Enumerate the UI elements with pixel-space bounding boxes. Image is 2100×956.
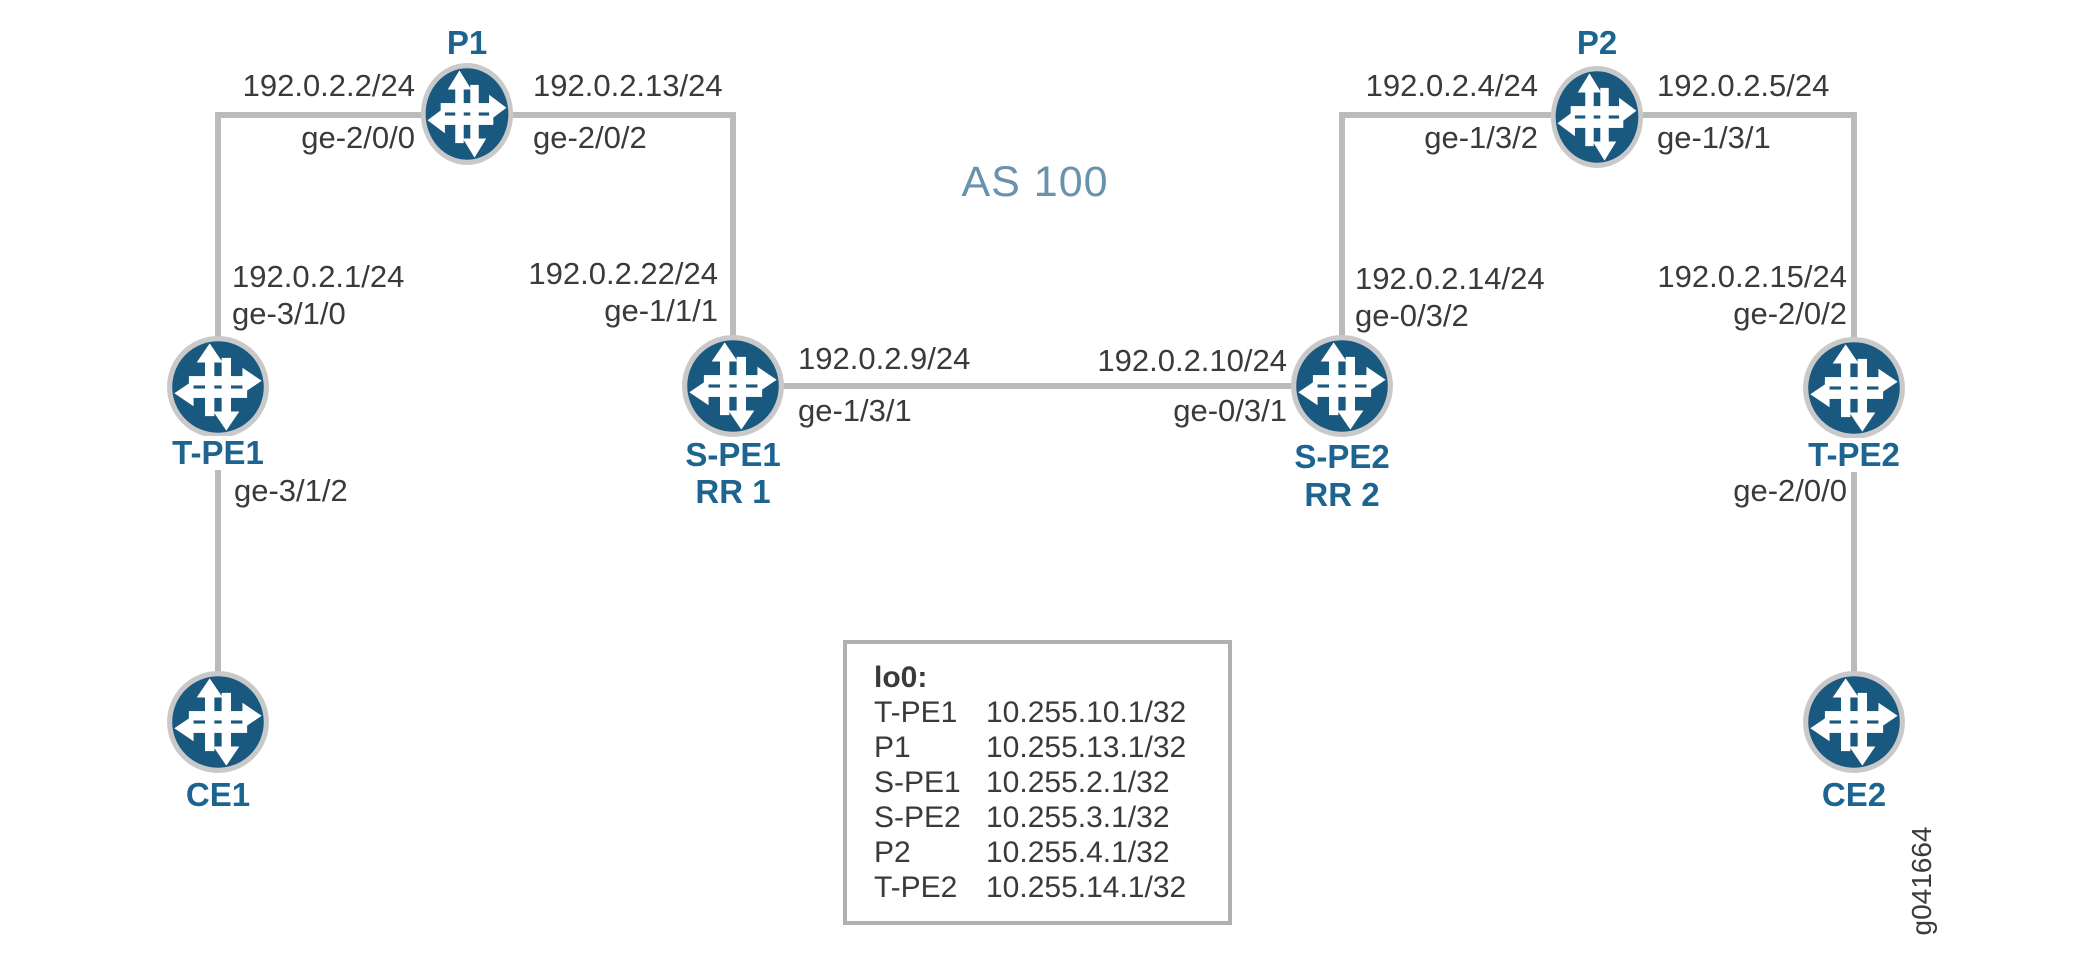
router-icon [166, 335, 270, 439]
node-spe1 [681, 334, 785, 438]
ip-label-tpe1-up: 192.0.2.1/24 [232, 259, 405, 294]
node-sublabel-spe2: RR 2 [1296, 478, 1388, 512]
router-icon [1802, 336, 1906, 440]
interface-label-spe2-left: ge-0/3/1 [1173, 393, 1287, 428]
loopback-row: T-PE2 10.255.14.1/32 [874, 870, 1228, 905]
interface-label-spe1-up: ge-1/1/1 [604, 293, 718, 328]
loopback-box-title: lo0: [874, 661, 928, 694]
ip-label-spe1-up: 192.0.2.22/24 [528, 256, 718, 291]
interface-label-tpe1-up: ge-3/1/0 [232, 296, 346, 331]
link-spe1-spe2-horizontal [733, 383, 1345, 389]
loopback-row: S-PE1 10.255.2.1/32 [874, 765, 1228, 800]
interface-label-tpe1-down: ge-3/1/2 [234, 473, 348, 508]
ip-label-tpe2-up: 192.0.2.15/24 [1657, 259, 1847, 294]
link-tpe2-vertical [1851, 112, 1857, 390]
as-label: AS 100 [961, 158, 1109, 206]
ip-label-p2-right: 192.0.2.5/24 [1657, 68, 1830, 103]
node-p2 [1550, 65, 1644, 169]
node-label-ce1: CE1 [177, 778, 259, 812]
router-icon [166, 670, 270, 774]
node-ce2 [1802, 670, 1906, 774]
loopback-device: S-PE2 [874, 801, 961, 834]
loopback-device: T-PE1 [874, 696, 958, 729]
link-tpe1-vertical [215, 112, 221, 390]
loopback-address: 10.255.3.1/32 [986, 801, 1170, 834]
ip-label-spe2-up: 192.0.2.14/24 [1355, 261, 1545, 296]
figure-id-watermark: g041664 [1906, 826, 1937, 936]
loopback-address: 10.255.14.1/32 [986, 871, 1187, 904]
node-tpe1 [166, 335, 270, 439]
loopback-address: 10.255.10.1/32 [986, 696, 1187, 729]
node-label-p1: P1 [438, 26, 496, 60]
loopback-address: 10.255.2.1/32 [986, 766, 1170, 799]
loopback-row: S-PE2 10.255.3.1/32 [874, 800, 1228, 835]
router-icon [420, 62, 514, 166]
loopback-device: P2 [874, 836, 911, 869]
node-ce1 [166, 670, 270, 774]
interface-label-p2-left: ge-1/3/2 [1424, 120, 1538, 155]
interface-label-tpe2-down: ge-2/0/0 [1733, 473, 1847, 508]
interface-label-p1-right: ge-2/0/2 [533, 120, 647, 155]
link-tpe2-ce2-vertical [1851, 390, 1857, 722]
node-label-tpe1: T-PE1 [164, 436, 272, 470]
ip-label-spe2-left: 192.0.2.10/24 [1097, 343, 1287, 378]
ip-label-spe1-right: 192.0.2.9/24 [798, 341, 971, 376]
loopback-row: P2 10.255.4.1/32 [874, 835, 1228, 870]
node-label-ce2: CE2 [1813, 778, 1895, 812]
loopback-device: P1 [874, 731, 911, 764]
loopback-address-box: lo0: T-PE1 10.255.10.1/32 P1 10.255.13.1… [843, 640, 1232, 925]
loopback-address: 10.255.13.1/32 [986, 731, 1187, 764]
loopback-device: T-PE2 [874, 871, 958, 904]
link-tpe1-ce1-vertical [215, 390, 221, 722]
interface-label-p1-left: ge-2/0/0 [301, 120, 415, 155]
loopback-row: T-PE1 10.255.10.1/32 [874, 695, 1228, 730]
router-icon [681, 334, 785, 438]
node-label-spe1: S-PE1 [677, 438, 789, 472]
node-label-p2: P2 [1568, 26, 1626, 60]
loopback-row: P1 10.255.13.1/32 [874, 730, 1228, 765]
router-icon [1290, 334, 1394, 438]
node-label-spe2: S-PE2 [1286, 440, 1398, 474]
ip-label-p2-left: 192.0.2.4/24 [1365, 68, 1538, 103]
router-icon [1802, 670, 1906, 774]
node-spe2 [1290, 334, 1394, 438]
node-label-tpe2: T-PE2 [1800, 438, 1908, 472]
ip-label-p1-left: 192.0.2.2/24 [242, 68, 415, 103]
link-spe1-vertical [730, 112, 736, 338]
node-tpe2 [1802, 336, 1906, 440]
interface-label-spe2-up: ge-0/3/2 [1355, 298, 1469, 333]
link-spe2-vertical [1339, 112, 1345, 338]
loopback-address: 10.255.4.1/32 [986, 836, 1170, 869]
loopback-device: S-PE1 [874, 766, 961, 799]
interface-label-tpe2-up: ge-2/0/2 [1733, 296, 1847, 331]
interface-label-p2-right: ge-1/3/1 [1657, 120, 1771, 155]
node-p1 [420, 62, 514, 166]
node-sublabel-spe1: RR 1 [687, 475, 779, 509]
interface-label-spe1-right: ge-1/3/1 [798, 393, 912, 428]
router-icon [1550, 65, 1644, 169]
ip-label-p1-right: 192.0.2.13/24 [533, 68, 723, 103]
